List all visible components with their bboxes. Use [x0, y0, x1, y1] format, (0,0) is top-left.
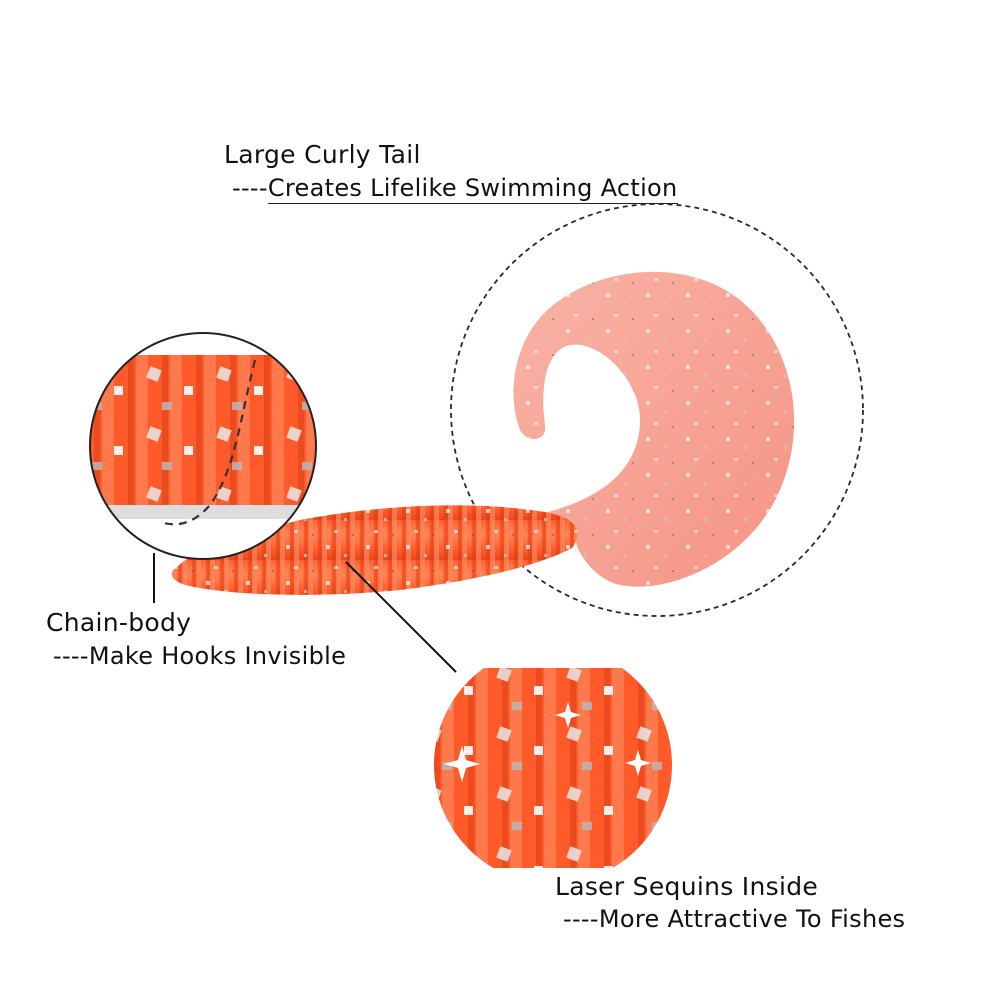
chain-body-feature-title: Chain-body: [46, 608, 192, 637]
tail-feature-subtitle-row: ----Creates Lifelike Swimming Action: [232, 174, 678, 204]
sequins-closeup: [433, 645, 673, 885]
chain-body-feature-subtitle: Make Hooks Invisible: [88, 642, 347, 670]
sequins-feature-dashes: ----: [563, 905, 599, 933]
sequins-callout-ring: [432, 644, 674, 886]
chain-body-feature-subtitle-row: ----Make Hooks Invisible: [53, 642, 346, 670]
sequins-leader-line: [345, 561, 457, 673]
tail-feature-subtitle: Creates Lifelike Swimming Action: [267, 174, 678, 204]
sequins-feature-subtitle: More Attractive To Fishes: [598, 905, 906, 933]
tail-callout-ring: [450, 203, 864, 617]
tail-feature-title: Large Curly Tail: [224, 140, 421, 169]
chain-body-closeup: [90, 333, 316, 559]
chain-body-callout-ring: [89, 332, 317, 560]
sequins-feature-subtitle-row: ----More Attractive To Fishes: [563, 905, 905, 933]
sequins-feature-title: Laser Sequins Inside: [555, 872, 819, 901]
tail-feature-dashes: ----: [232, 174, 268, 202]
chain-body-feature-dashes: ----: [53, 642, 89, 670]
